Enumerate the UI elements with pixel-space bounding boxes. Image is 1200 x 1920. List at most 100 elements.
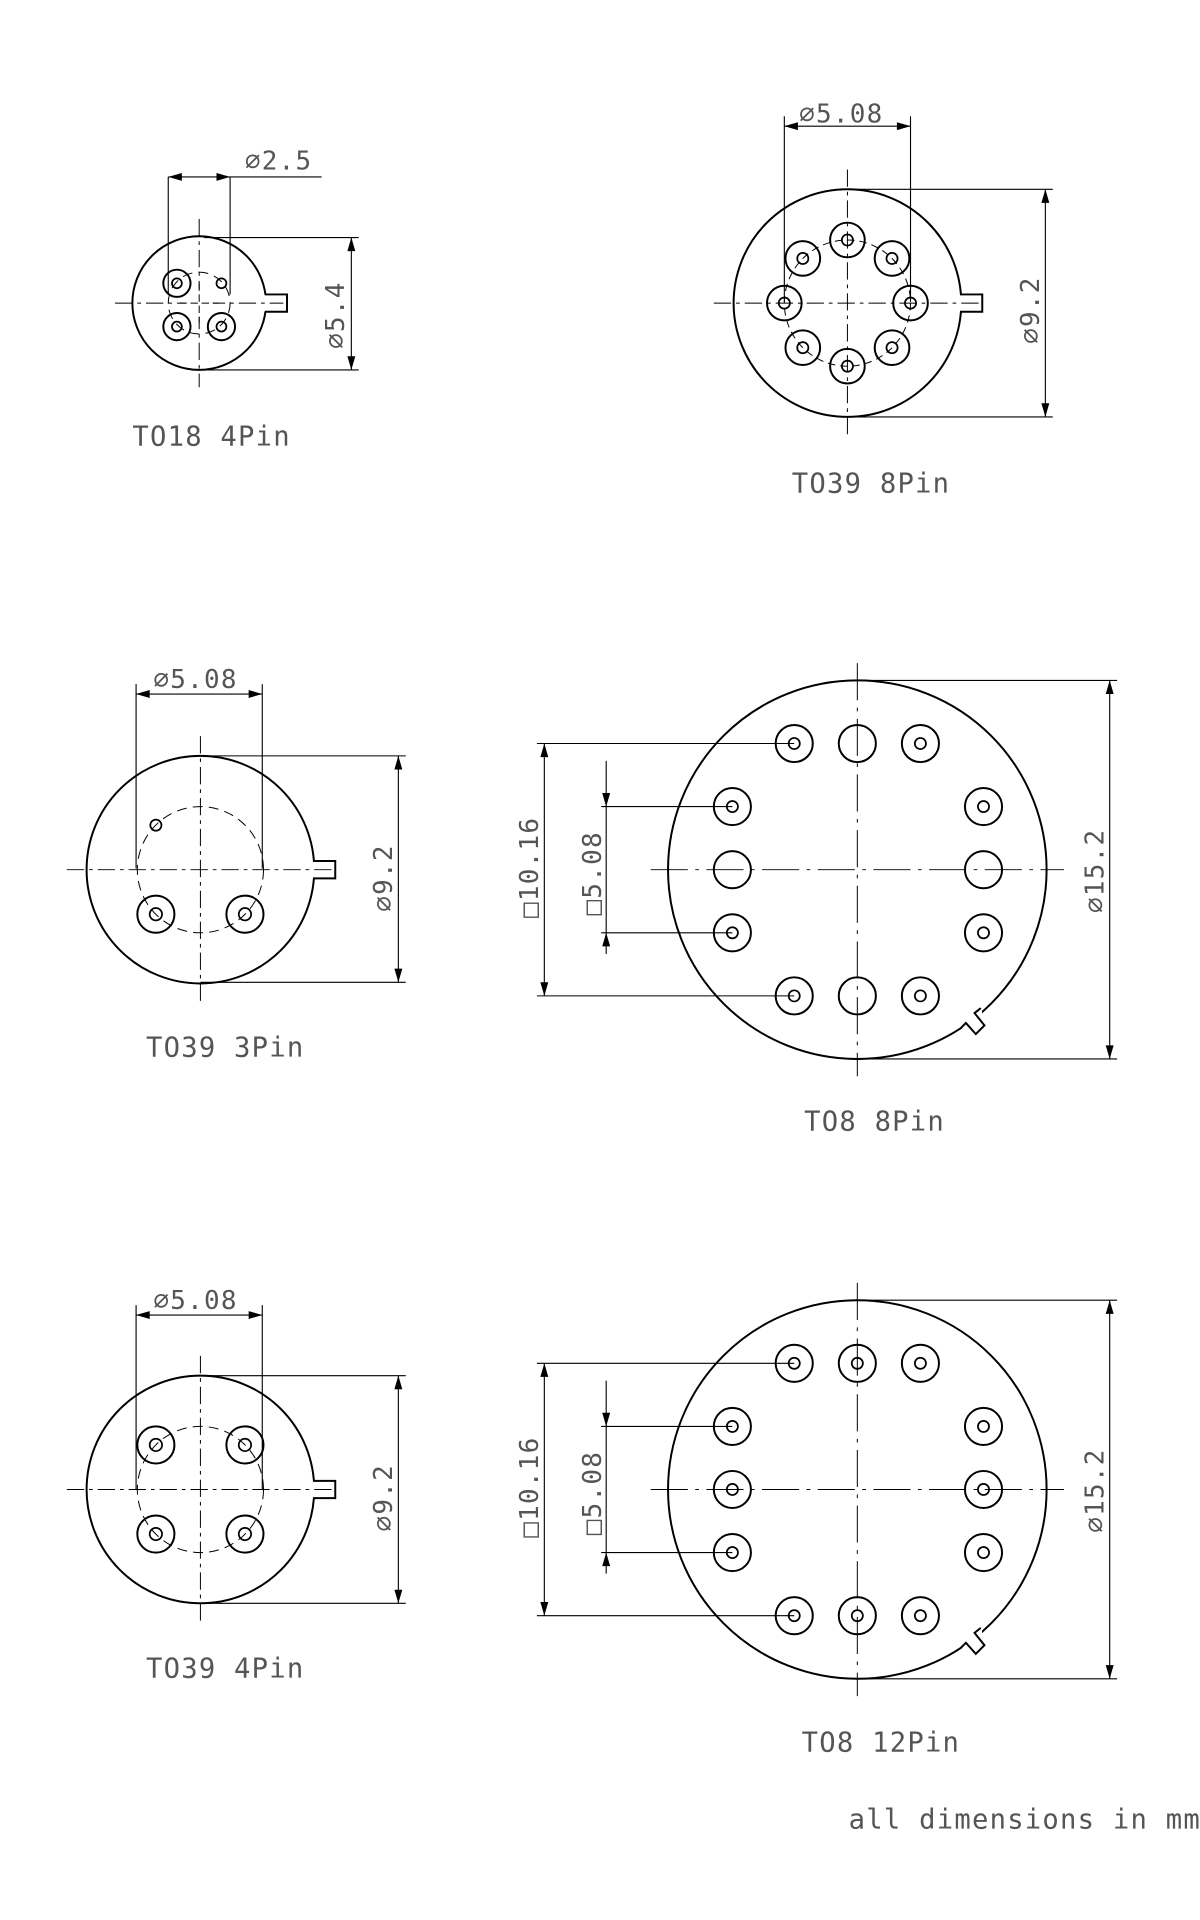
dimension-arrowhead	[1105, 1300, 1114, 1314]
pin-outer-ring	[225, 1425, 265, 1465]
pin-outer-ring	[829, 347, 866, 385]
to18-pin-circle-dimension: ⌀2.5	[245, 146, 312, 176]
to8-8pin-orientation-notch	[960, 1007, 986, 1036]
dimension-arrowhead	[896, 122, 911, 131]
pin-outer-ring	[162, 268, 192, 298]
to8-12pin-orientation-notch	[960, 1627, 986, 1656]
dimension-arrowhead	[168, 172, 182, 181]
pin-hole	[913, 989, 927, 1003]
to8-8pin-label: TO8 8Pin	[804, 1107, 945, 1138]
pin-outer-ring	[963, 850, 1004, 890]
dimension-arrowhead	[602, 1552, 611, 1567]
dimension-arrowhead	[602, 932, 611, 947]
pin-outer-ring	[829, 221, 866, 259]
dimension-arrowhead	[1041, 189, 1050, 203]
dimension-arrowhead	[216, 172, 231, 181]
pin-outer-ring	[136, 1514, 176, 1554]
to39-8pin-pin-circle-dimension: ⌀5.08	[799, 99, 883, 129]
dimension-arrowhead	[394, 1375, 403, 1390]
pin-outer-ring	[837, 976, 877, 1016]
pin-hole	[977, 1419, 990, 1433]
pin-hole	[977, 926, 990, 940]
to8-8pin-notch-mask	[962, 1004, 982, 1030]
dimension-arrowhead	[248, 1311, 263, 1320]
to8-12pin-notch-mask	[962, 1624, 982, 1649]
dimension-arrowhead	[1041, 403, 1050, 417]
to8-8pin-body-dimension: ⌀15.2	[1081, 829, 1111, 913]
pin-outer-ring	[225, 1514, 265, 1554]
pin-outer-ring	[963, 787, 1004, 827]
to8-12pin-inner-square-dimension: □5.08	[578, 1451, 608, 1535]
pin-hole	[977, 800, 990, 814]
to18-pin-circle	[167, 271, 231, 335]
pin-outer-ring	[900, 1596, 940, 1636]
to8-8pin-outer-square-dimension: □10.16	[515, 817, 545, 918]
dimension-arrowhead	[394, 755, 403, 770]
dimension-arrowhead	[540, 1602, 549, 1616]
dimension-arrowhead	[136, 1311, 150, 1320]
pin-hole	[148, 1437, 163, 1452]
to39-3pin-orientation-tab-mask	[310, 861, 317, 879]
to39-4pin-orientation-tab	[312, 1479, 337, 1500]
pin-hole	[913, 737, 927, 750]
dimension-arrowhead	[347, 356, 356, 370]
dimension-arrowhead	[347, 237, 356, 252]
pin-outer-ring	[963, 1469, 1004, 1510]
drawing-geometry	[66, 116, 1118, 1697]
to18-4pin-label: TO18 4Pin	[132, 421, 291, 452]
units-footnote: all dimensions in mm	[849, 1804, 1200, 1835]
dimension-arrowhead	[784, 122, 798, 131]
pin-outer-ring	[873, 240, 911, 277]
pin-hole	[237, 1437, 252, 1452]
pin-outer-ring	[784, 240, 822, 277]
pin-outer-ring	[900, 723, 940, 764]
pin-outer-ring	[206, 312, 237, 342]
to8-8pin-inner-square-dimension: □5.08	[578, 831, 608, 915]
dimension-arrowhead	[248, 690, 263, 698]
to39-3pin-pin-circle	[136, 806, 264, 934]
pin-hole	[796, 341, 810, 355]
pin-hole	[215, 320, 228, 333]
to39-4pin-label: TO39 4Pin	[146, 1654, 305, 1685]
pin-hole	[171, 320, 183, 333]
dimension-arrowhead	[540, 1363, 549, 1377]
pin-hole	[148, 907, 163, 922]
dimension-arrowhead	[1105, 1045, 1114, 1059]
dimension-arrowhead	[136, 690, 150, 698]
pin-hole	[725, 1483, 739, 1496]
pin-outer-ring	[837, 1343, 877, 1383]
pin-outer-ring	[225, 894, 265, 934]
pin-outer-ring	[873, 329, 911, 367]
pin-hole	[840, 233, 854, 247]
to18-case-pin	[215, 277, 228, 290]
to39-4pin-body-dimension: ⌀9.2	[369, 1464, 399, 1532]
pin-hole	[913, 1356, 927, 1370]
dimension-arrowhead	[1105, 680, 1114, 695]
dimension-arrowhead	[602, 792, 611, 807]
to39-8pin-body-dimension: ⌀9.2	[1016, 276, 1046, 344]
pin-outer-ring	[900, 976, 940, 1016]
dimension-arrowhead	[1105, 1665, 1114, 1679]
to18-orientation-tab	[264, 293, 288, 313]
pin-hole	[977, 1483, 990, 1496]
pin-outer-ring	[900, 1343, 940, 1383]
to39-3pin-body-dimension: ⌀9.2	[369, 844, 399, 912]
pin-outer-ring	[136, 1425, 176, 1465]
to8-12pin-body-dimension: ⌀15.2	[1081, 1448, 1111, 1532]
pin-outer-ring	[837, 723, 877, 764]
to39-3pin-case-pin	[149, 818, 163, 832]
pin-outer-ring	[963, 1406, 1004, 1446]
to39-8pin-orientation-tab-mask	[957, 294, 964, 312]
pin-hole	[796, 252, 810, 265]
pin-outer-ring	[963, 1533, 1004, 1573]
to8-12pin-label: TO8 12Pin	[802, 1728, 961, 1759]
pin-hole	[885, 252, 899, 265]
to39-4pin-pin-circle	[136, 1425, 264, 1554]
dimension-arrowhead	[394, 1589, 403, 1604]
dimension-arrowhead	[540, 743, 549, 758]
pin-outer-ring	[712, 1469, 752, 1510]
pin-hole	[885, 341, 899, 355]
pin-hole	[850, 1609, 864, 1623]
pin-outer-ring	[784, 329, 822, 367]
